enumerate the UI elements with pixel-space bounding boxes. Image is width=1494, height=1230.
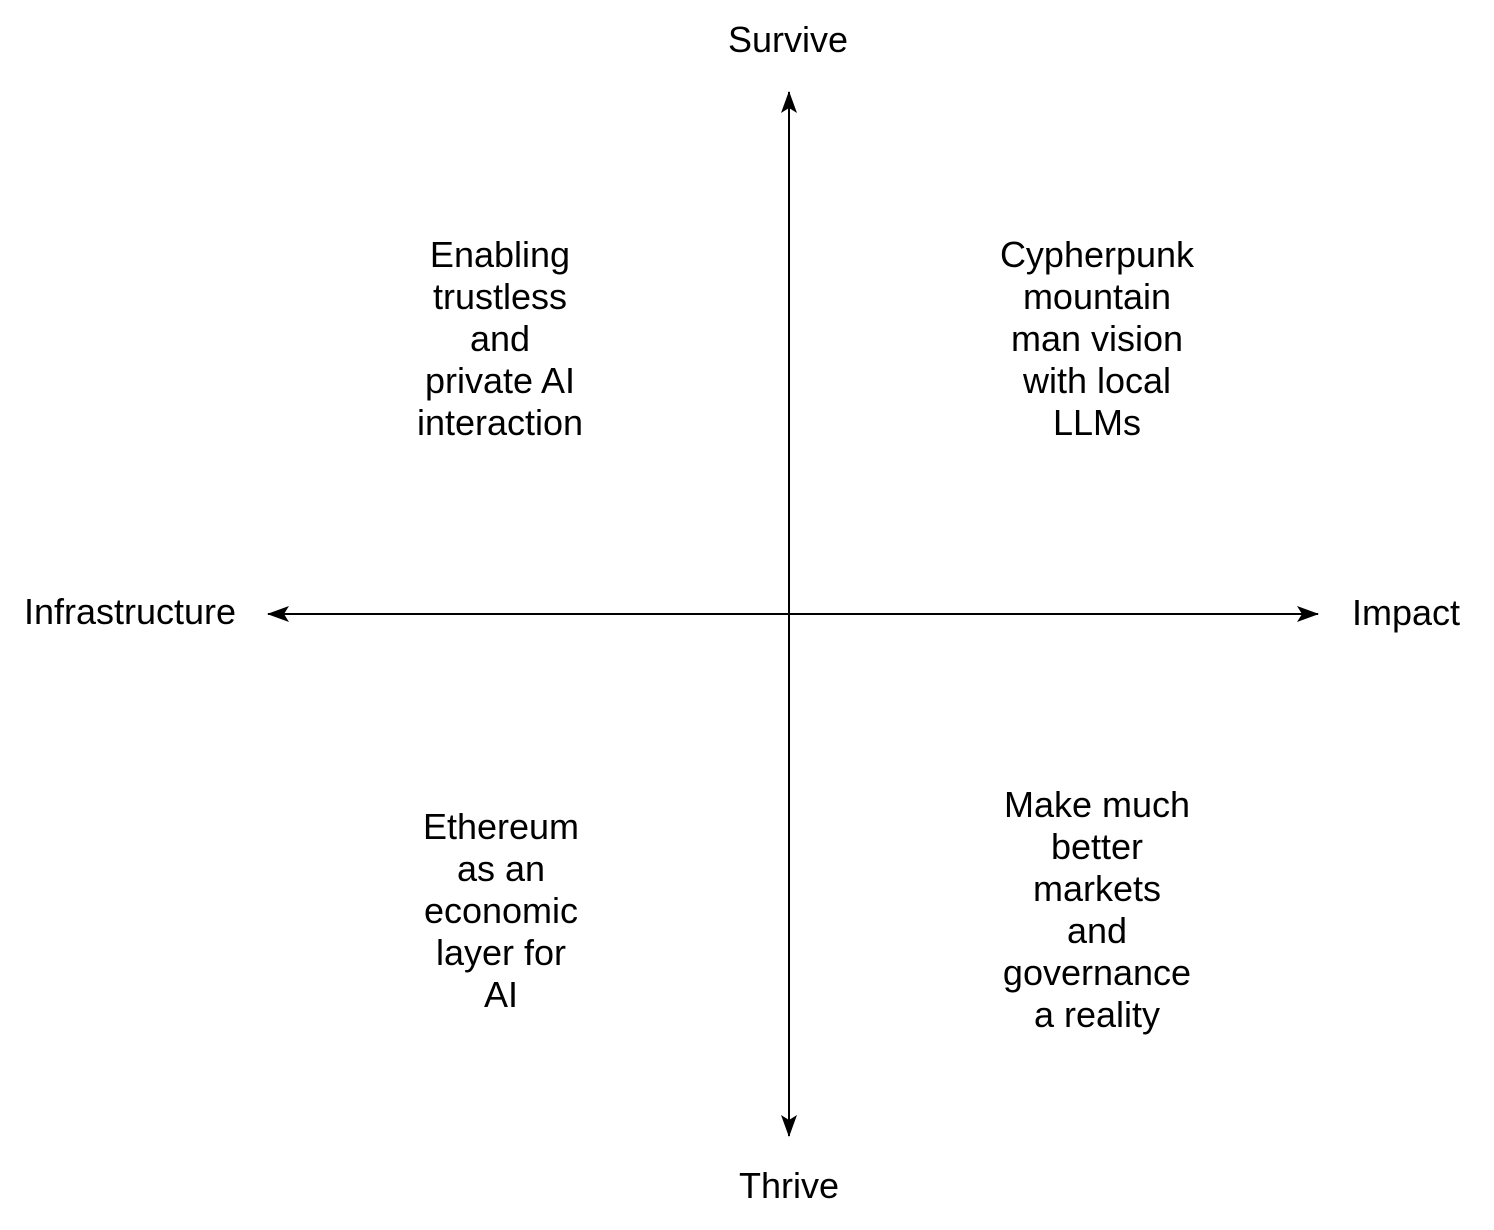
quadrant-label-top-left: Enabling trustless and private AI intera… <box>416 234 584 443</box>
axis-label-infrastructure: Infrastructure <box>23 591 237 632</box>
quadrant-label-bottom-left: Ethereum as an economic layer for AI <box>422 806 580 1015</box>
quadrant-label-top-right: Cypherpunk mountain man vision with loca… <box>999 234 1195 443</box>
axis-label-impact: Impact <box>1351 592 1461 633</box>
quadrant-label-bottom-right: Make much better markets and governance … <box>1002 784 1192 1035</box>
axis-label-thrive: Thrive <box>738 1165 840 1206</box>
axis-label-survive: Survive <box>727 19 849 60</box>
